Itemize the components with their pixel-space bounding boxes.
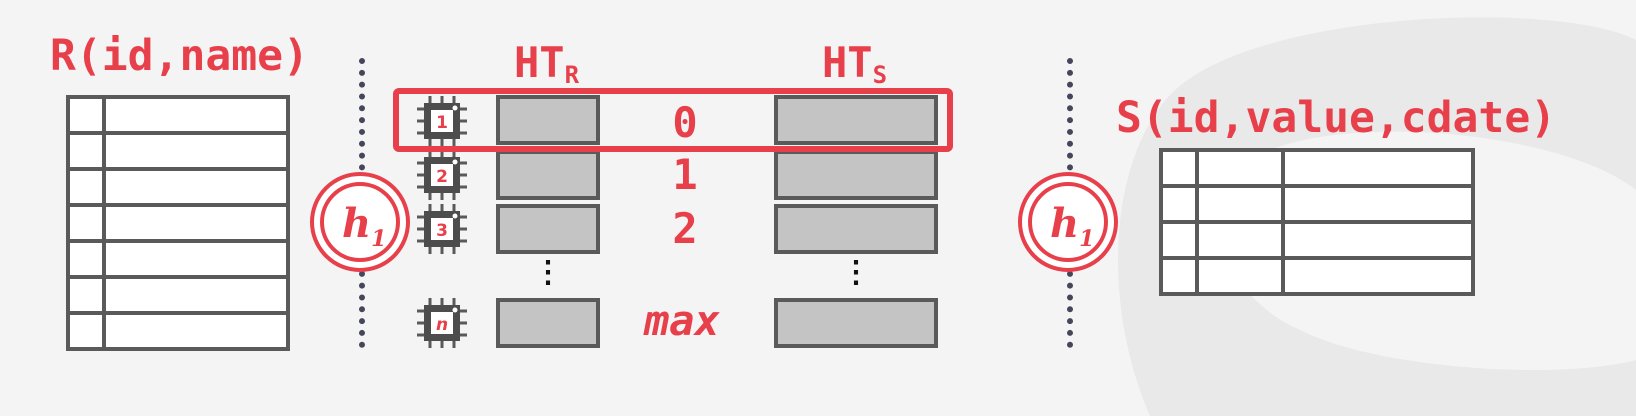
right-hash-function-icon	[1018, 172, 1118, 272]
ht-s-ellipsis: ⋮	[841, 255, 871, 290]
ht-s-bucket-0	[774, 95, 938, 145]
cpu-core-2-icon: 2	[417, 150, 467, 200]
ht-r-bucket-max	[496, 298, 600, 348]
ht-r-bucket-2	[496, 204, 600, 254]
ht-r-ellipsis: ⋮	[533, 255, 563, 290]
partition-label-1: 1	[672, 150, 698, 199]
ht-s-bucket-max	[774, 298, 938, 348]
right-table-title: S(id,value,cdate)	[1116, 93, 1557, 143]
left-hash-function-icon	[310, 172, 410, 272]
svg-text:2: 2	[436, 167, 448, 187]
svg-text:1: 1	[436, 113, 448, 133]
cpu-core-n-icon: n	[417, 298, 467, 348]
partition-label-2: 2	[672, 204, 698, 253]
hash-table-s-label: HTS	[822, 38, 888, 90]
left-table-title: R(id,name)	[50, 31, 309, 81]
right-hash-label: h1	[1050, 200, 1095, 252]
ht-r-bucket-1	[496, 150, 600, 200]
cpu-core-3-icon: 3	[417, 204, 467, 254]
right-table	[1159, 148, 1475, 296]
partition-0-highlight	[393, 88, 953, 152]
ht-r-bucket-0	[496, 95, 600, 145]
left-hash-label: h1	[342, 200, 387, 252]
partition-label-max: max	[644, 296, 720, 345]
cpu-core-1-icon: 1	[417, 96, 467, 146]
left-table	[66, 95, 290, 351]
hash-table-r-label: HTR	[514, 38, 580, 90]
partition-label-0: 0	[672, 98, 698, 147]
svg-text:n: n	[436, 315, 448, 335]
ht-s-bucket-2	[774, 204, 938, 254]
ht-s-bucket-1	[774, 150, 938, 200]
svg-text:3: 3	[436, 221, 448, 241]
